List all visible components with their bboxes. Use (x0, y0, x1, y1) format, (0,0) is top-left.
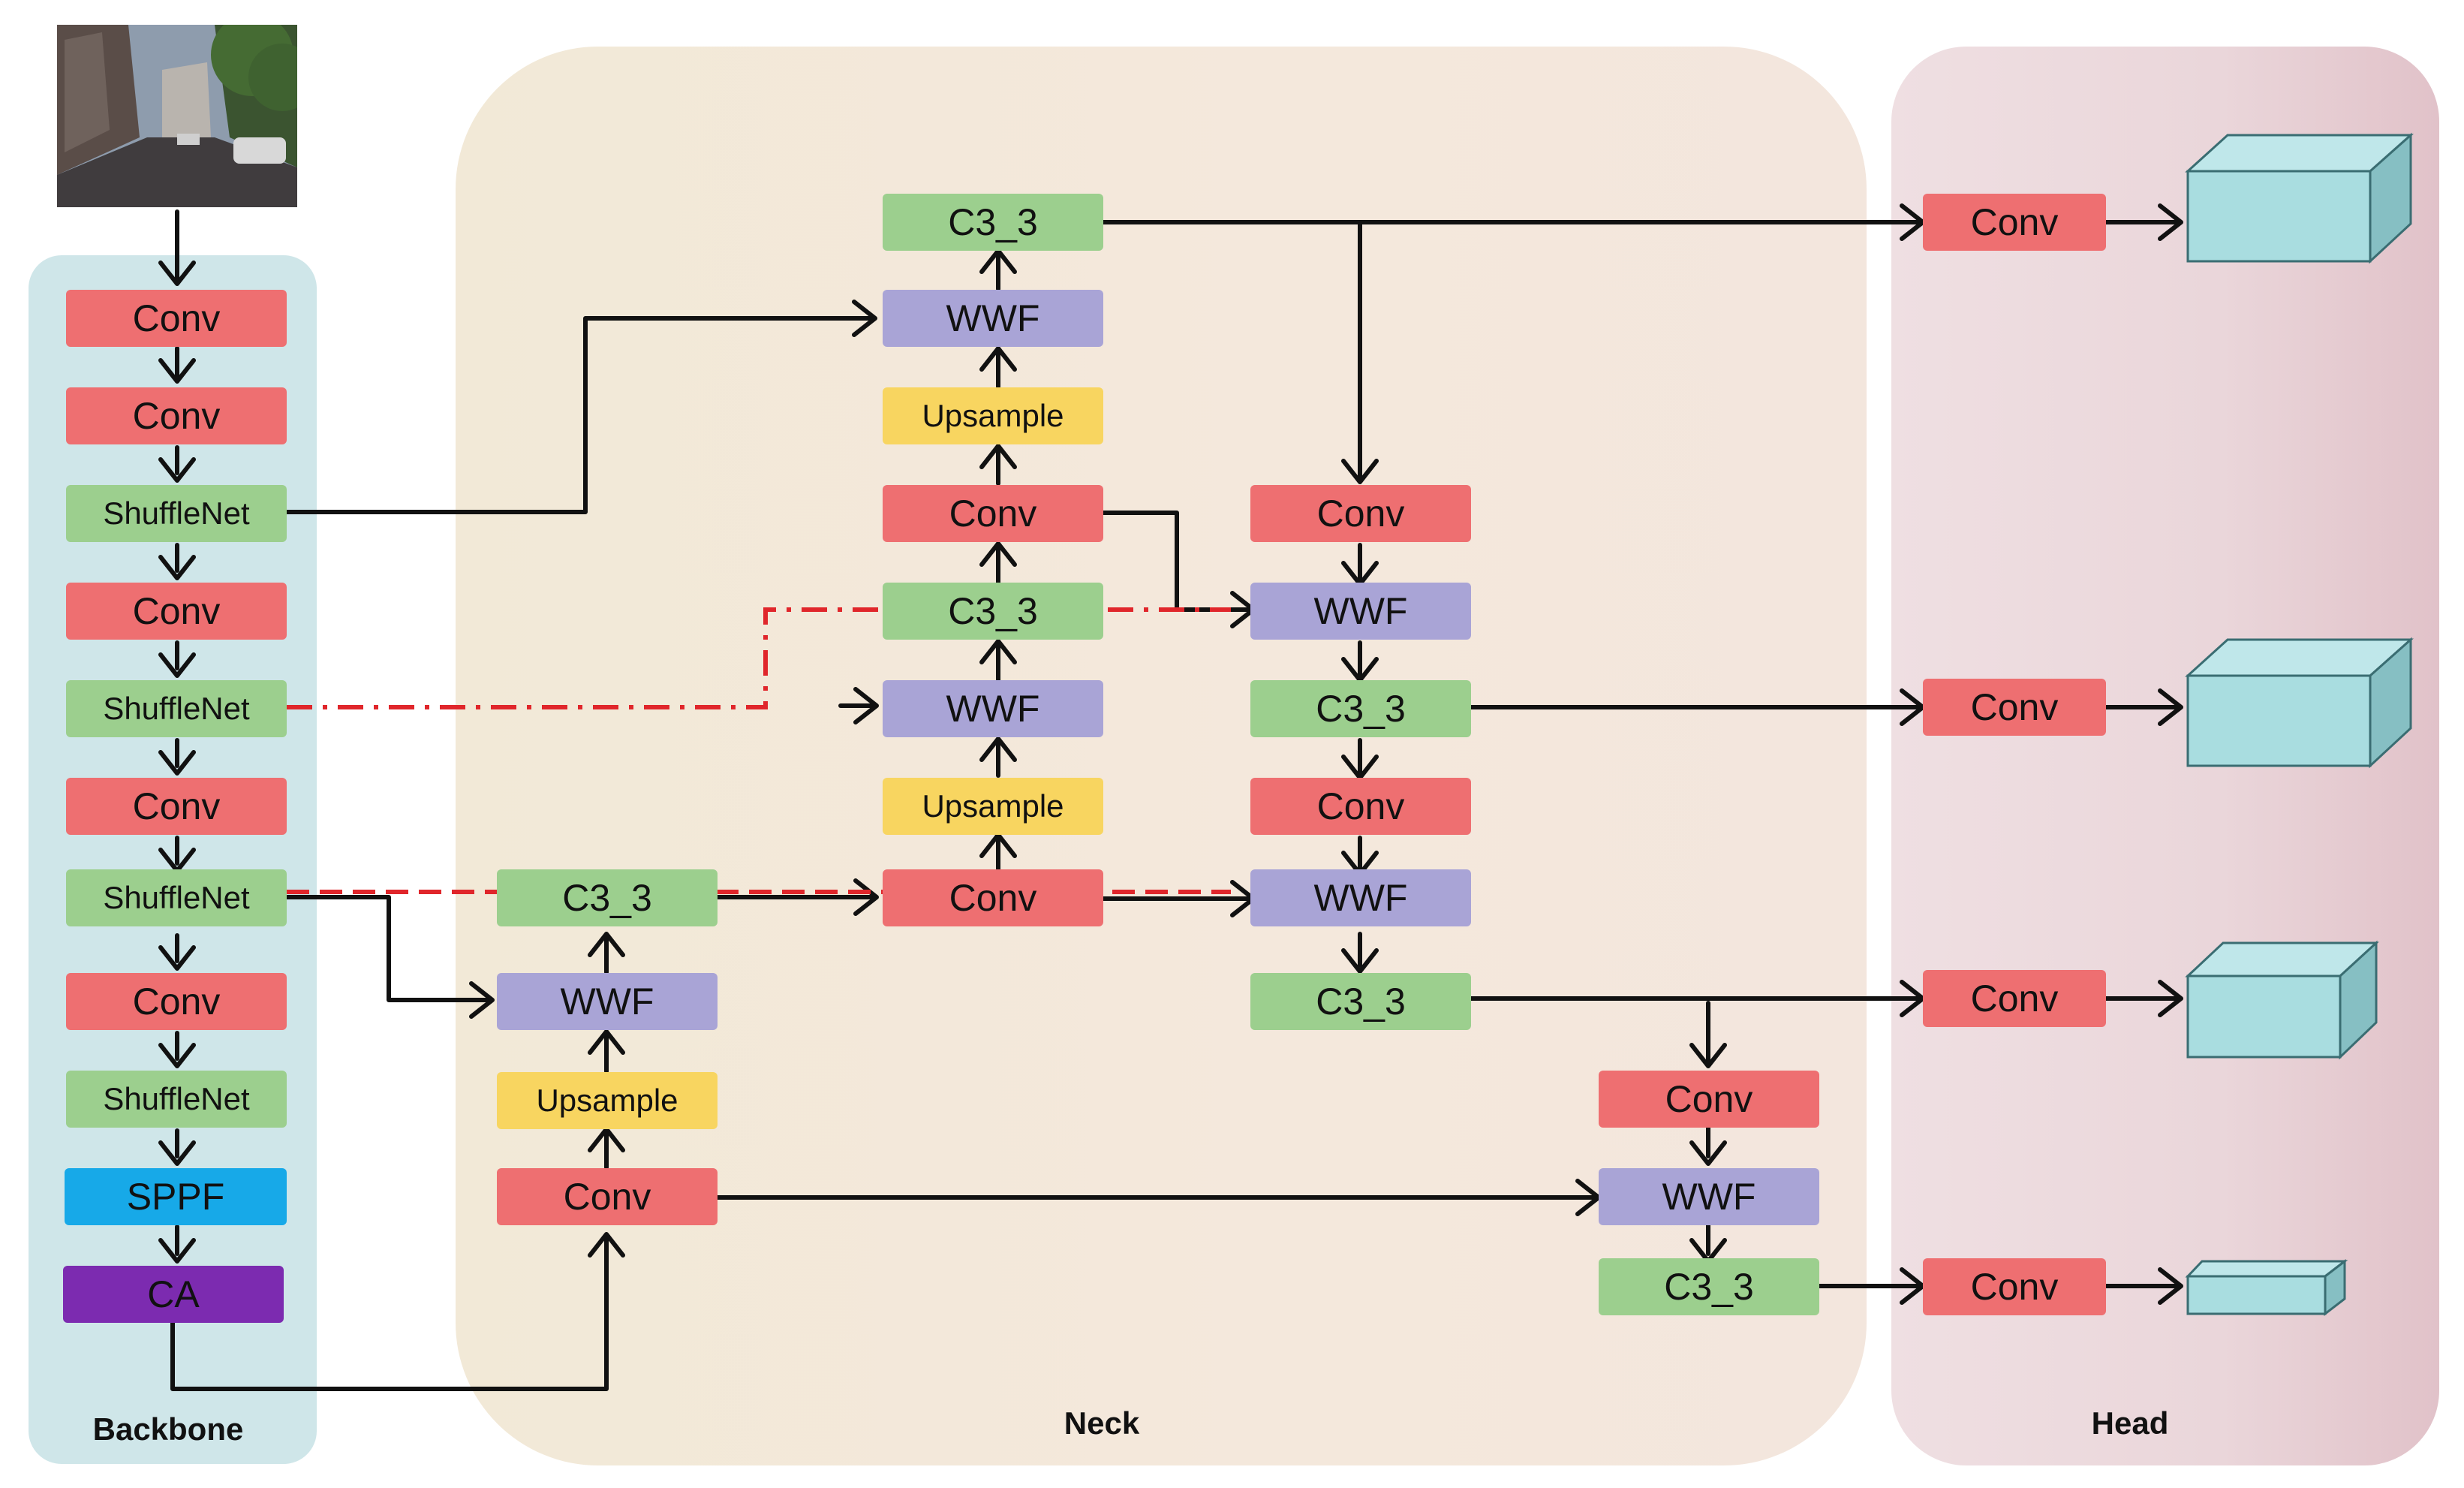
neck-upsample-top: Upsample (883, 387, 1103, 444)
far-wwf: WWF (1599, 1168, 1819, 1225)
pan-c3-2: C3_3 (1250, 973, 1471, 1030)
backbone-shufflenet-3: ShuffleNet (66, 869, 287, 926)
dashed-links (287, 607, 1231, 894)
output-cubes (2185, 132, 2414, 1317)
neck-region (456, 47, 1867, 1465)
neck-wwf-top: WWF (883, 290, 1103, 347)
neck-upsample-mid: Upsample (883, 778, 1103, 835)
backbone-shufflenet-1: ShuffleNet (66, 485, 287, 542)
pan-wwf-1: WWF (1250, 583, 1471, 640)
backbone-conv-5: Conv (66, 973, 287, 1030)
backbone-ca: CA (63, 1266, 284, 1323)
head-conv-3: Conv (1923, 970, 2106, 1027)
pan-conv-1: Conv (1250, 485, 1471, 542)
backbone-shufflenet-4: ShuffleNet (66, 1071, 287, 1128)
neck-conv-top: Conv (883, 485, 1103, 542)
neck-conv-mid: Conv (883, 869, 1103, 926)
head-conv-1: Conv (1923, 194, 2106, 251)
output-cube-large (2185, 132, 2414, 264)
neck-c3-low: C3_3 (497, 869, 718, 926)
pan-c3-1: C3_3 (1250, 680, 1471, 737)
pan-wwf-2: WWF (1250, 869, 1471, 926)
far-conv: Conv (1599, 1071, 1819, 1128)
solid-links (158, 203, 2183, 1391)
backbone-conv-4: Conv (66, 778, 287, 835)
neck-wwf-low: WWF (497, 973, 718, 1030)
head-conv-4: Conv (1923, 1258, 2106, 1315)
output-cube-mid (2185, 637, 2414, 769)
neck-label: Neck (1064, 1405, 1140, 1441)
far-c3: C3_3 (1599, 1258, 1819, 1315)
output-cube-small (2185, 940, 2379, 1060)
backbone-sppf: SPPF (65, 1168, 287, 1225)
backbone-region (29, 255, 317, 1464)
head-label: Head (2091, 1405, 2169, 1441)
backbone-conv-1: Conv (66, 290, 287, 347)
backbone-label: Backbone (92, 1411, 244, 1447)
neck-c3-top: C3_3 (883, 194, 1103, 251)
output-cube-tiny (2185, 1258, 2348, 1317)
head-conv-2: Conv (1923, 679, 2106, 736)
neck-conv-low: Conv (497, 1168, 718, 1225)
pan-conv-2: Conv (1250, 778, 1471, 835)
neck-upsample-low: Upsample (497, 1072, 718, 1129)
input-street-image (57, 25, 297, 207)
backbone-shufflenet-2: ShuffleNet (66, 680, 287, 737)
neck-c3-mid: C3_3 (883, 583, 1103, 640)
backbone-conv-3: Conv (66, 583, 287, 640)
backbone-conv-2: Conv (66, 387, 287, 444)
neck-wwf-mid: WWF (883, 680, 1103, 737)
